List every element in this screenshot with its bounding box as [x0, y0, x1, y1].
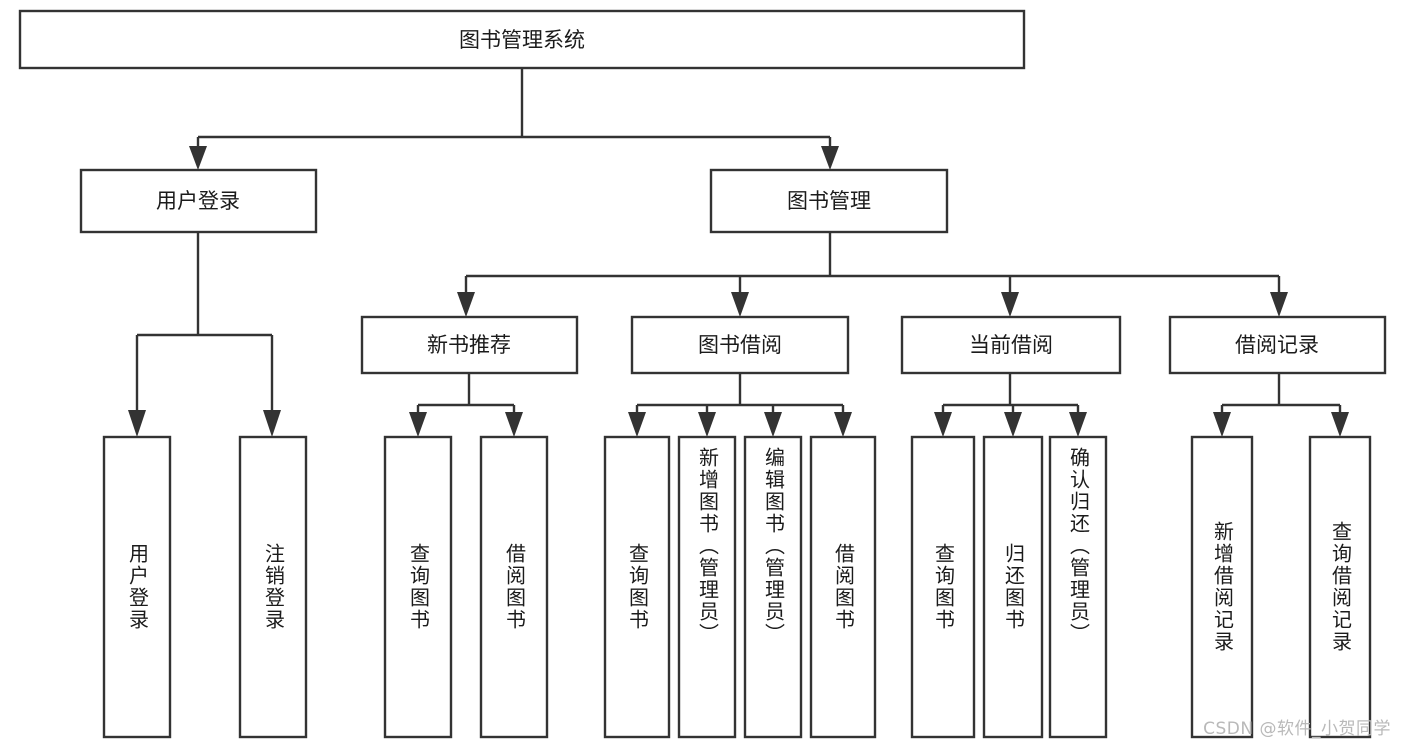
- arrow-head-leaf-borrow-book-1: [505, 412, 523, 437]
- node-leaf-query-book-2[interactable]: [603, 435, 671, 739]
- arrow-head-leaf-borrow-book-2: [834, 412, 852, 437]
- node-book-manage-label: 图书管理: [787, 189, 871, 213]
- arrow-head-leaf-user-login: [128, 410, 146, 437]
- connector-group-root: [189, 68, 839, 170]
- node-current-borrow-label: 当前借阅: [969, 333, 1053, 357]
- arrow-head-leaf-query-record: [1331, 412, 1349, 437]
- arrow-head-book-borrow: [731, 292, 749, 317]
- connector-group-current-borrow: [934, 373, 1087, 437]
- node-book-manage[interactable]: [709, 168, 949, 234]
- node-borrow-record[interactable]: [1168, 315, 1387, 375]
- arrow-head-leaf-query-book-2: [628, 412, 646, 437]
- node-book-borrow-label: 图书借阅: [698, 333, 782, 357]
- node-leaf-query-book-1[interactable]: [383, 435, 453, 739]
- connector-group-new-book-rec: [409, 373, 523, 437]
- arrow-head-borrow-record: [1270, 292, 1288, 317]
- arrow-head-leaf-add-record: [1213, 412, 1231, 437]
- connector-group-book-borrow: [628, 373, 852, 437]
- arrow-head-user-login: [189, 146, 207, 170]
- node-leaf-user-login[interactable]: [102, 435, 172, 739]
- arrow-head-leaf-query-book-1: [409, 412, 427, 437]
- node-leaf-user-logout[interactable]: [238, 435, 308, 739]
- node-leaf-return-book[interactable]: [982, 435, 1044, 739]
- arrow-head-current-borrow: [1001, 292, 1019, 317]
- connector-group-book-manage: [457, 232, 1288, 317]
- arrow-head-new-book-rec: [457, 292, 475, 317]
- node-leaf-borrow-book-2[interactable]: [809, 435, 877, 739]
- connector-group-user-login: [128, 232, 281, 437]
- node-leaf-edit-book[interactable]: [743, 435, 803, 739]
- node-user-login[interactable]: [79, 168, 318, 234]
- node-book-borrow[interactable]: [630, 315, 850, 375]
- arrow-head-book-manage: [821, 146, 839, 170]
- node-leaf-add-book[interactable]: [677, 435, 737, 739]
- node-leaf-query-book-3[interactable]: [910, 435, 976, 739]
- node-leaf-query-record[interactable]: [1308, 435, 1372, 739]
- node-user-login-label: 用户登录: [156, 189, 240, 213]
- node-current-borrow[interactable]: [900, 315, 1122, 375]
- connector-group-borrow-record: [1213, 373, 1349, 437]
- node-root-book-system-label: 图书管理系统: [459, 28, 585, 52]
- arrow-head-leaf-return-book: [1004, 412, 1022, 437]
- node-leaf-borrow-book-1[interactable]: [479, 435, 549, 739]
- node-leaf-add-record[interactable]: [1190, 435, 1254, 739]
- node-new-book-rec[interactable]: [360, 315, 579, 375]
- arrow-head-leaf-user-logout: [263, 410, 281, 437]
- arrow-head-leaf-add-book: [698, 412, 716, 437]
- node-box-group: 图书管理系统 用户登录 图书管理 新书推荐 图书借阅 当前借阅 借阅记录: [18, 9, 1387, 739]
- node-leaf-confirm-return[interactable]: [1048, 435, 1108, 739]
- arrow-head-leaf-query-book-3: [934, 412, 952, 437]
- node-new-book-rec-label: 新书推荐: [427, 333, 511, 357]
- arrow-head-leaf-edit-book: [764, 412, 782, 437]
- csdn-watermark: CSDN @软件_小贺同学: [1203, 719, 1391, 739]
- node-borrow-record-label: 借阅记录: [1235, 333, 1319, 357]
- arrow-head-leaf-confirm-return: [1069, 412, 1087, 437]
- node-root-book-system[interactable]: [18, 9, 1026, 70]
